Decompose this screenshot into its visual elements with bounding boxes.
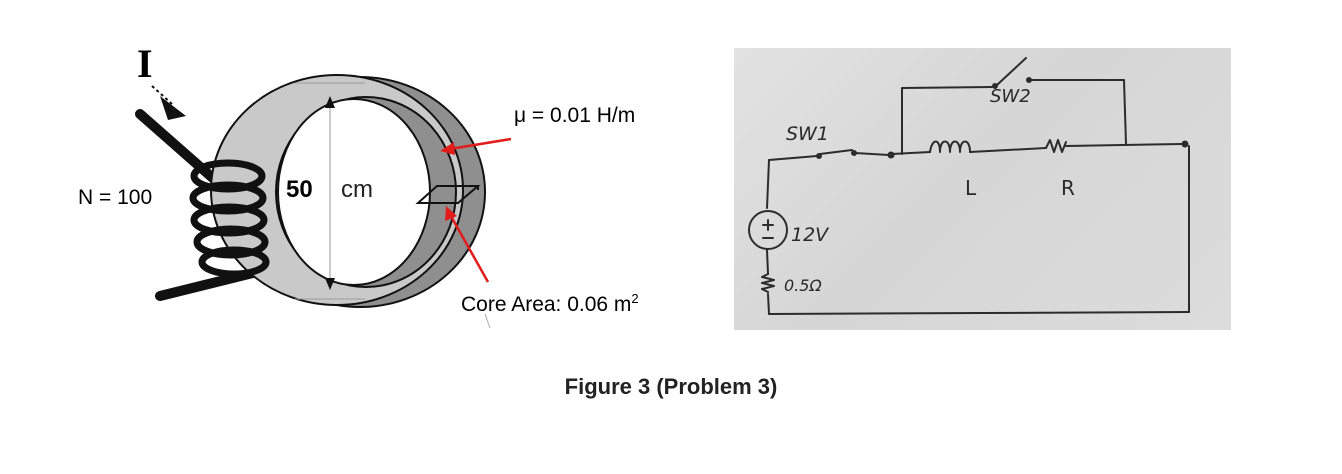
battery-source [748, 210, 788, 250]
wire-top-mid [854, 152, 890, 156]
wire-after-resistor [1065, 143, 1183, 147]
diameter-dimension [295, 82, 365, 300]
node-right [1181, 140, 1189, 148]
wire-to-inductor [891, 151, 931, 155]
turns-label: N = 100 [78, 186, 153, 209]
leader-line-tail [484, 313, 491, 329]
circuit-drawing [748, 57, 1190, 315]
current-label: I [137, 41, 153, 86]
wire-to-resistor [969, 147, 1047, 153]
wire-left [766, 159, 770, 209]
internal-resistor [761, 273, 775, 293]
pointer-arrow-icon [440, 137, 512, 155]
bypass-left [901, 86, 993, 155]
toroid-drawing [135, 74, 512, 329]
winding-coils [189, 159, 270, 278]
pointer-arrow-icon [445, 206, 490, 283]
inductor-label: L [965, 176, 977, 200]
bypass-right [1030, 79, 1127, 145]
resistor-label: R [1061, 176, 1075, 200]
core-cross-section [415, 185, 481, 204]
core-area-text: Core Area: 0.06 m [461, 293, 632, 316]
resistor-zigzag [1045, 139, 1067, 153]
wire-bottom [768, 311, 1190, 315]
internal-resistance-label: 0.5Ω [784, 276, 822, 295]
current-direction-arrow-icon [151, 85, 186, 120]
sw2-blade [996, 57, 1027, 86]
permeability-label: μ = 0.01 H/m [514, 104, 636, 127]
voltage-label: 12V [791, 224, 829, 246]
circuit-sketch: SW1 SW2 L R 12V 0.5Ω [734, 48, 1231, 330]
sw1-blade [819, 149, 853, 155]
toroid-core-front [210, 74, 464, 306]
core-area-exponent: 2 [631, 291, 639, 306]
inductor-coil [929, 140, 971, 153]
wire-top-left [768, 155, 818, 161]
diameter-value: 50 [286, 176, 313, 203]
figure-caption: Figure 3 (Problem 3) [564, 374, 778, 399]
battery-plus [762, 219, 774, 231]
core-area-label: Core Area: 0.06 m2 [461, 291, 639, 317]
wire-left-bottom [767, 293, 770, 315]
switch2-label: SW2 [990, 86, 1031, 107]
diameter-unit: cm [341, 176, 373, 203]
switch1-label: SW1 [786, 123, 829, 145]
wire-left-lower [766, 249, 769, 275]
